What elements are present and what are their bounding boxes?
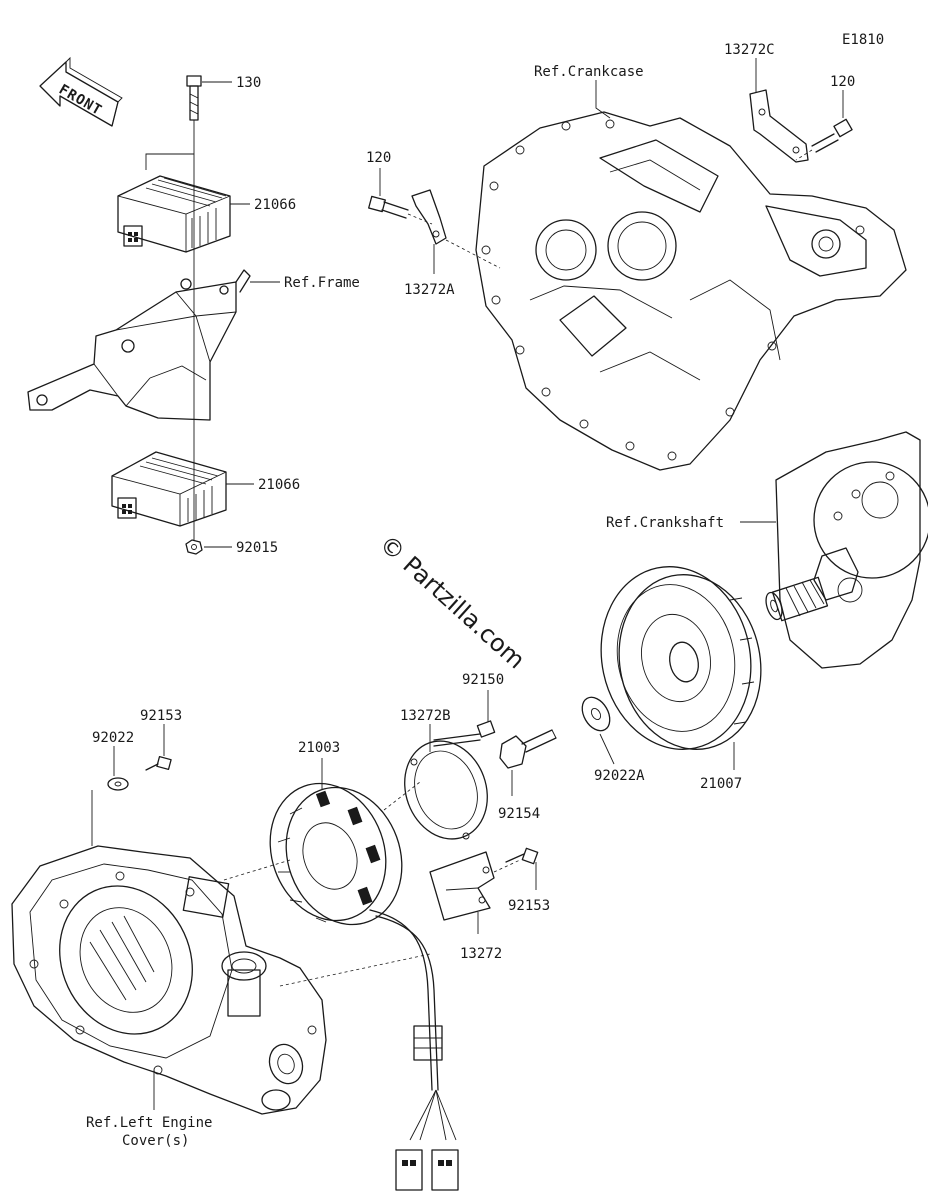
label-ref-crankcase: Ref.Crankcase (534, 64, 644, 80)
label-ref-frame: Ref.Frame (284, 275, 360, 291)
label-21066-top: 21066 (254, 197, 296, 213)
label-ref-left-cover-line2: Cover(s) (122, 1133, 189, 1149)
label-ref-left-cover-line1: Ref.Left Engine (86, 1115, 212, 1131)
label-13272a: 13272A (404, 282, 455, 298)
label-13272c: 13272C (724, 42, 775, 58)
diagram-code: E1810 (842, 32, 884, 48)
label-21007: 21007 (700, 776, 742, 792)
label-92154: 92154 (498, 806, 540, 822)
watermark: © Partzilla.com (374, 530, 530, 675)
nut-92015-icon (185, 539, 203, 555)
bolt-92153-bottom-icon (505, 847, 539, 865)
front-label: FRONT (56, 82, 105, 119)
washer-92022a-icon (581, 696, 611, 732)
bolt-92150-icon (433, 720, 496, 747)
label-92153-bottom: 92153 (508, 898, 550, 914)
crankshaft-icon (765, 431, 928, 669)
bolt-92153-top-icon (145, 755, 172, 771)
rotor-21007-icon (600, 566, 762, 750)
label-92015: 92015 (236, 540, 278, 556)
regulator-rectifier-top-icon (117, 175, 231, 253)
label-21003: 21003 (298, 740, 340, 756)
bolt-130-icon (186, 75, 202, 121)
crankcase-icon (475, 111, 907, 471)
stator-harness-icon (369, 909, 459, 1191)
label-ref-crankshaft: Ref.Crankshaft (606, 515, 724, 531)
gasket-13272b-icon (404, 740, 488, 840)
bolt-120-left-icon (368, 195, 409, 219)
bracket-13272a-icon (411, 189, 447, 245)
front-arrow-icon: FRONT (39, 56, 123, 127)
label-120-right: 120 (830, 74, 855, 90)
label-13272b: 13272B (400, 708, 451, 724)
label-21066-bottom: 21066 (258, 477, 300, 493)
cover-13272-icon (429, 851, 495, 921)
bracket-13272c-icon (749, 89, 809, 163)
left-engine-cover-icon (11, 845, 327, 1115)
label-13272: 13272 (460, 946, 502, 962)
stator-21003-icon (269, 782, 403, 926)
label-92022: 92022 (92, 730, 134, 746)
label-92022a: 92022A (594, 768, 645, 784)
label-130: 130 (236, 75, 261, 91)
bolt-120-right-icon (811, 118, 853, 153)
label-120-left: 120 (366, 150, 391, 166)
washer-92022-icon (107, 777, 129, 791)
label-92153-top: 92153 (140, 708, 182, 724)
frame-bracket-icon (27, 269, 251, 421)
bolt-92154-icon (499, 729, 557, 769)
regulator-rectifier-bottom-icon (111, 451, 227, 527)
label-92150: 92150 (462, 672, 504, 688)
